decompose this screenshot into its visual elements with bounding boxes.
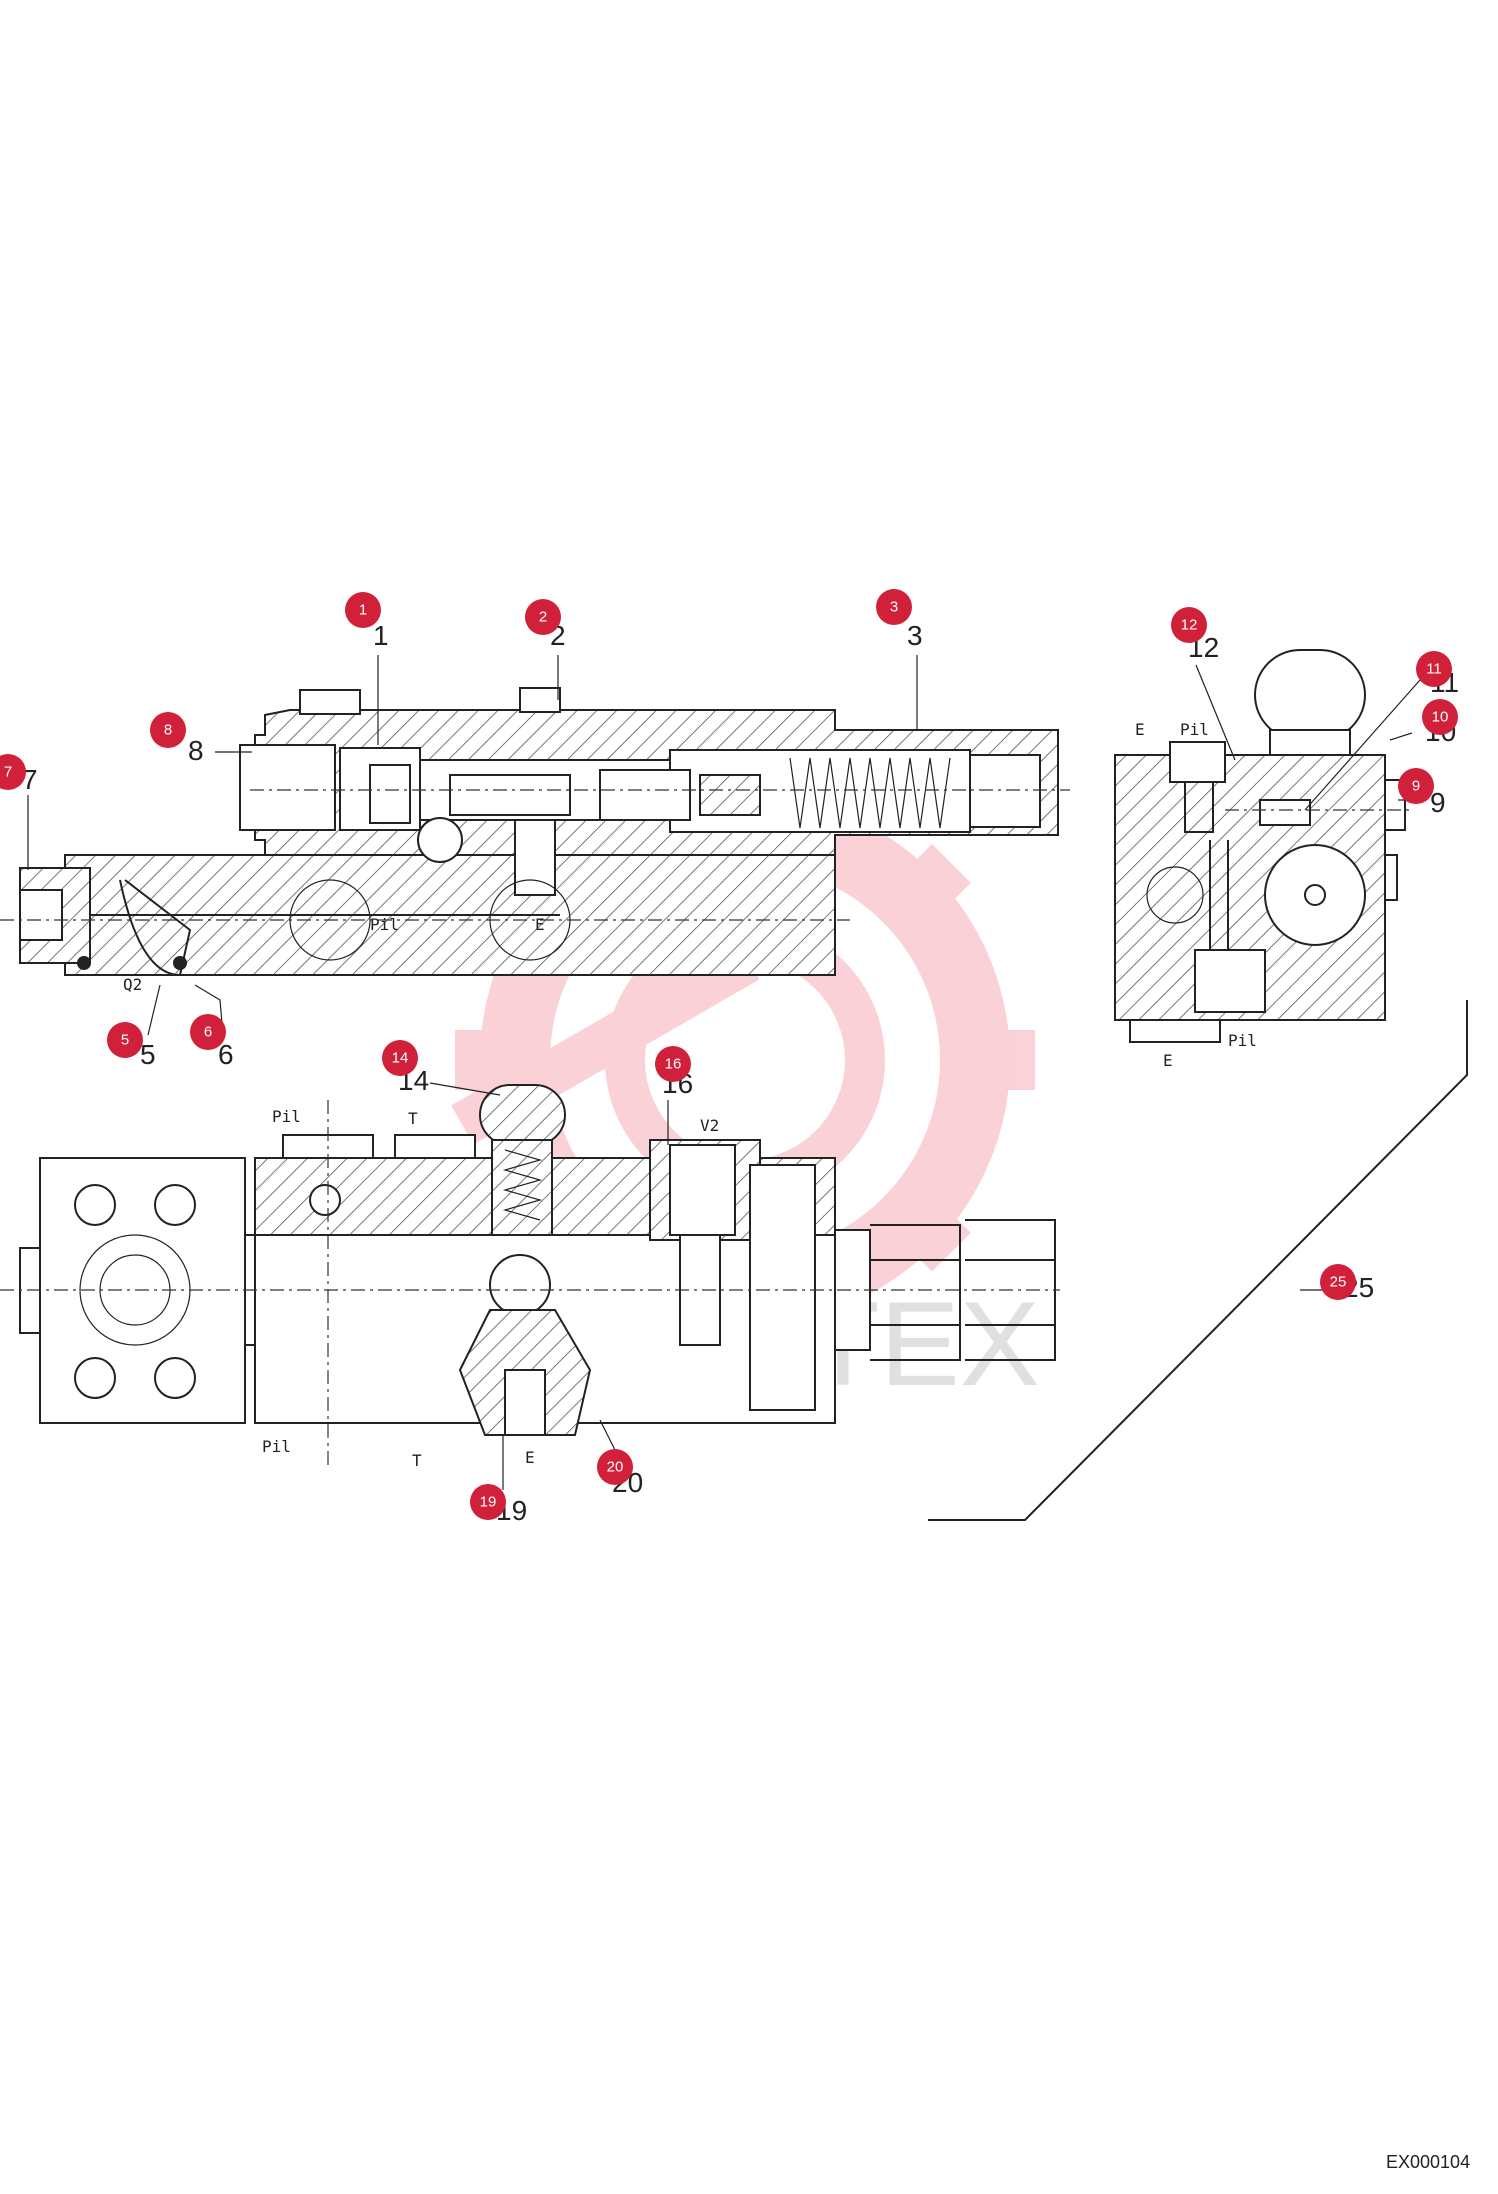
svg-text:1: 1 xyxy=(359,602,367,619)
callout-6[interactable]: 6 xyxy=(190,1014,226,1050)
side-port-e-bottom: E xyxy=(1163,1051,1173,1070)
front-port-t-top: T xyxy=(408,1109,418,1128)
front-port-t-bottom: T xyxy=(412,1451,422,1470)
svg-text:5: 5 xyxy=(121,1032,129,1049)
front-port-v2: V2 xyxy=(700,1116,719,1135)
port-label-q2: Q2 xyxy=(123,975,142,994)
leader-lines xyxy=(27,655,1421,1490)
svg-text:14: 14 xyxy=(392,1050,409,1067)
leader-number: 6 xyxy=(218,1039,234,1070)
front-port-pil-top: Pil xyxy=(272,1107,301,1126)
svg-text:19: 19 xyxy=(480,1494,497,1511)
callout-3[interactable]: 3 xyxy=(876,589,912,625)
leader-number: 5 xyxy=(140,1039,156,1070)
front-port-e-bottom: E xyxy=(525,1448,535,1467)
side-port-e-top: E xyxy=(1135,720,1145,739)
svg-text:7: 7 xyxy=(4,764,12,781)
top-section-view: Pil E Q2 xyxy=(0,687,1070,994)
callout-11[interactable]: 11 xyxy=(1416,651,1452,687)
callout-10[interactable]: 10 xyxy=(1422,699,1458,735)
drawing-code: EX000104 xyxy=(1386,2152,1471,2172)
svg-text:2: 2 xyxy=(539,609,547,626)
assembly-bracket-line xyxy=(928,1000,1468,1521)
svg-text:12: 12 xyxy=(1181,617,1198,634)
side-port-pil-bottom: Pil xyxy=(1228,1031,1257,1050)
side-view: E Pil Pil E xyxy=(1114,649,1410,1070)
callout-8[interactable]: 8 xyxy=(150,712,186,748)
svg-text:10: 10 xyxy=(1432,709,1449,726)
callout-12[interactable]: 12 xyxy=(1171,607,1207,643)
front-port-pil-bottom: Pil xyxy=(262,1437,291,1456)
leader-number: 1 xyxy=(373,620,389,651)
svg-text:3: 3 xyxy=(890,599,898,616)
svg-text:8: 8 xyxy=(164,722,172,739)
svg-text:11: 11 xyxy=(1426,661,1442,678)
port-label-pil: Pil xyxy=(370,915,399,934)
callout-9[interactable]: 9 xyxy=(1398,768,1434,804)
svg-text:6: 6 xyxy=(204,1024,212,1041)
leader-number: 9 xyxy=(1430,787,1446,818)
svg-text:25: 25 xyxy=(1330,1274,1347,1291)
callout-19[interactable]: 19 xyxy=(470,1484,506,1520)
svg-text:9: 9 xyxy=(1412,778,1420,795)
side-port-pil-top: Pil xyxy=(1180,720,1209,739)
callout-2[interactable]: 2 xyxy=(525,599,561,635)
leader-number: 3 xyxy=(907,620,923,651)
port-label-e: E xyxy=(535,915,545,934)
callout-16[interactable]: 16 xyxy=(655,1046,691,1082)
callout-14[interactable]: 14 xyxy=(382,1040,418,1076)
callout-1[interactable]: 1 xyxy=(345,592,381,628)
svg-text:20: 20 xyxy=(607,1459,624,1476)
callout-7[interactable]: 7 xyxy=(0,754,26,790)
callout-20[interactable]: 20 xyxy=(597,1449,633,1485)
callout-5[interactable]: 5 xyxy=(107,1022,143,1058)
callout-25[interactable]: 25 xyxy=(1320,1264,1356,1300)
svg-text:16: 16 xyxy=(665,1056,682,1073)
leader-number: 8 xyxy=(188,735,204,766)
front-view: Pil T V2 Pil T E xyxy=(0,1084,1060,1470)
